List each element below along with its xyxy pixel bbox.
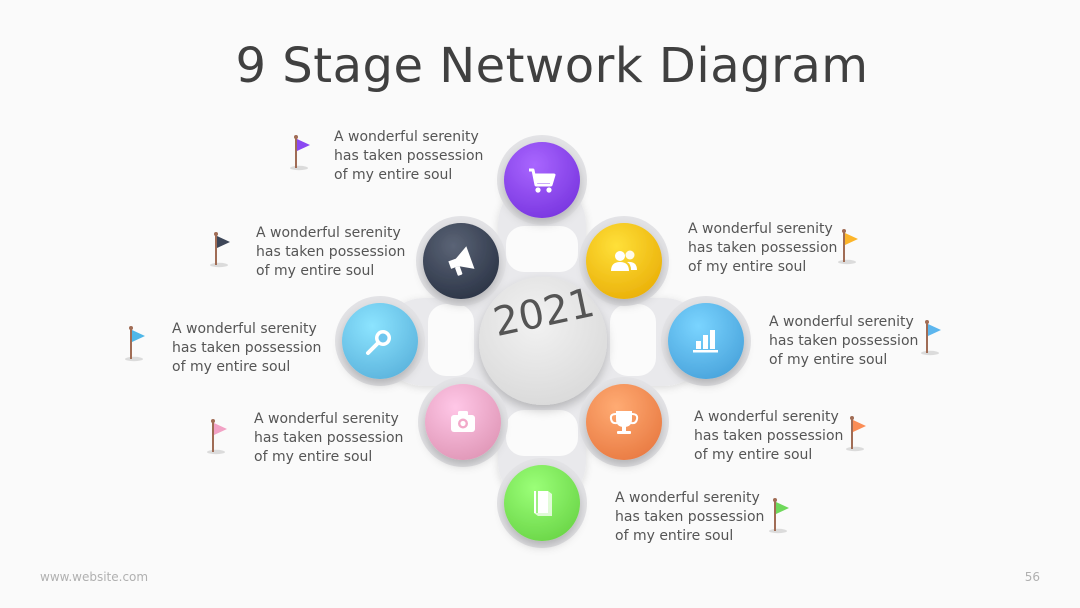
stage-caption-2: A wonderful serenity has taken possession… <box>256 224 406 281</box>
caption-line: A wonderful serenity <box>334 129 479 145</box>
flag-icon <box>290 135 310 171</box>
book-icon <box>534 491 552 516</box>
stage-caption-4: A wonderful serenity has taken possession… <box>172 320 322 377</box>
caption-line: has taken possession <box>172 340 322 356</box>
caption-line: A wonderful serenity <box>172 321 317 337</box>
caption-line: has taken possession <box>769 333 919 349</box>
flag-icon <box>125 326 145 362</box>
stage-caption-8: A wonderful serenity has taken possession… <box>615 489 765 546</box>
camera-icon <box>451 411 475 432</box>
caption-line: A wonderful serenity <box>769 314 914 330</box>
bar-chart-icon <box>693 330 718 353</box>
stage-caption-7: A wonderful serenity has taken possession… <box>694 408 844 465</box>
caption-line: has taken possession <box>688 240 838 256</box>
caption-line: of my entire soul <box>615 528 734 544</box>
search-icon <box>366 330 391 355</box>
trophy-icon <box>609 411 639 434</box>
stage-caption-1: A wonderful serenity has taken possession… <box>334 128 484 185</box>
footer-page-number: 56 <box>1024 570 1040 584</box>
flag-icon <box>210 232 230 268</box>
stage-node-3 <box>586 223 662 299</box>
caption-line: A wonderful serenity <box>254 411 399 427</box>
shopping-cart-icon <box>529 168 556 193</box>
megaphone-icon <box>448 246 475 276</box>
flag-icon <box>769 498 789 534</box>
flag-icon <box>207 419 227 455</box>
caption-line: has taken possession <box>256 244 406 260</box>
caption-line: A wonderful serenity <box>256 225 401 241</box>
page-title: 9 Stage Network Diagram <box>235 38 869 94</box>
stage-caption-6: A wonderful serenity has taken possession… <box>254 410 404 467</box>
caption-line: has taken possession <box>615 509 765 525</box>
caption-line: has taken possession <box>334 148 484 164</box>
caption-line: of my entire soul <box>769 352 888 368</box>
connector-holes <box>428 226 656 456</box>
footer-website: www.website.com <box>40 570 149 584</box>
caption-line: A wonderful serenity <box>694 409 839 425</box>
caption-line: of my entire soul <box>172 359 291 375</box>
caption-line: A wonderful serenity <box>688 221 833 237</box>
flag-icon <box>846 416 866 452</box>
caption-line: of my entire soul <box>694 447 813 463</box>
center-circle <box>479 277 607 405</box>
caption-line: has taken possession <box>254 430 404 446</box>
caption-line: of my entire soul <box>334 167 453 183</box>
caption-line: has taken possession <box>694 428 844 444</box>
users-icon <box>611 250 637 271</box>
stage-caption-5: A wonderful serenity has taken possession… <box>769 313 919 370</box>
caption-line: A wonderful serenity <box>615 490 760 506</box>
caption-line: of my entire soul <box>256 263 375 279</box>
stage-caption-3: A wonderful serenity has taken possession… <box>688 220 838 277</box>
caption-line: of my entire soul <box>688 259 807 275</box>
flag-icon <box>921 320 941 356</box>
caption-line: of my entire soul <box>254 449 373 465</box>
flag-icon <box>838 229 858 265</box>
